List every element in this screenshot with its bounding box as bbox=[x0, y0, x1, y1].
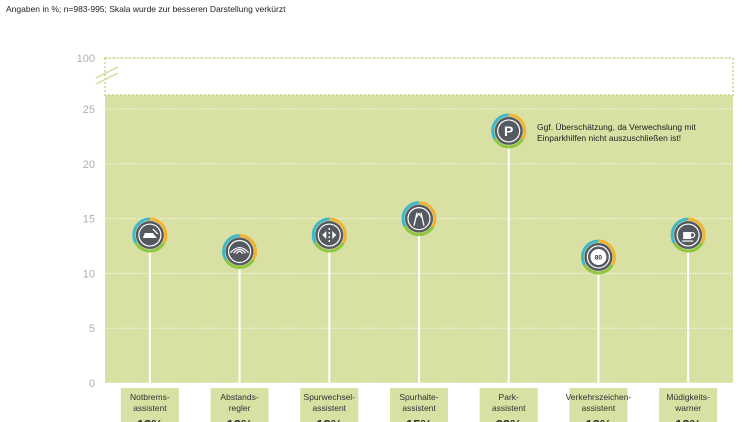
marker-inner-ring bbox=[497, 119, 521, 143]
y-tick-label: 25 bbox=[83, 104, 95, 116]
marker-ring-segment bbox=[401, 201, 437, 237]
marker-ring-segment bbox=[580, 239, 616, 275]
marker-inner-ring bbox=[138, 223, 162, 247]
category-box bbox=[569, 388, 628, 422]
marker-disc bbox=[315, 221, 344, 250]
arrow-glyph bbox=[322, 231, 327, 240]
cup-glyph bbox=[683, 232, 692, 240]
y-tick-label: 10 bbox=[83, 268, 95, 280]
marker-inner-ring bbox=[407, 207, 431, 231]
category-label: Verkehrszeichen- bbox=[566, 392, 632, 402]
category-box bbox=[390, 388, 448, 422]
value-label: 13% bbox=[675, 417, 701, 422]
marker-ring-segment bbox=[222, 233, 258, 269]
speed-sign-icon: 80 bbox=[580, 239, 616, 275]
car-crash-icon bbox=[132, 217, 168, 253]
cup-handle-glyph bbox=[689, 231, 696, 239]
category-box bbox=[120, 388, 179, 422]
axis-break-mark bbox=[95, 72, 119, 85]
marker-ring-segment bbox=[311, 217, 347, 253]
marker-ring-segment bbox=[132, 217, 168, 253]
wave-glyph bbox=[236, 250, 244, 255]
marker-ring-segment bbox=[222, 233, 258, 269]
category-label: Abstands- bbox=[220, 392, 258, 402]
value-label: 15% bbox=[406, 417, 432, 422]
chart-note: Angaben in %; n=983-995; Skala wurde zur… bbox=[6, 4, 286, 14]
marker-inner-ring bbox=[676, 223, 700, 247]
axis-break-mark bbox=[95, 66, 119, 79]
y-tick-label: 15 bbox=[83, 214, 95, 226]
marker-disc bbox=[494, 116, 523, 145]
value-label: 13% bbox=[316, 417, 342, 422]
category-label: assistent bbox=[582, 403, 616, 413]
y-tick-label: 20 bbox=[83, 159, 95, 171]
category-box bbox=[210, 388, 269, 422]
value-label: 13% bbox=[137, 417, 163, 422]
marker-ring-segment bbox=[311, 217, 347, 253]
coffee-cup-icon bbox=[670, 217, 706, 253]
marker-inner-ring bbox=[227, 239, 252, 264]
lane-keep-icon bbox=[401, 201, 437, 237]
crash-glyph bbox=[152, 228, 159, 235]
category-box bbox=[300, 388, 359, 422]
marker-ring-segment bbox=[670, 217, 706, 253]
wave-glyph bbox=[233, 248, 247, 254]
lane-glyph bbox=[420, 212, 425, 226]
value-label: 12% bbox=[227, 417, 253, 422]
category-label: assistent bbox=[402, 403, 436, 413]
marker-ring-segment bbox=[491, 113, 527, 149]
wifi-distance-icon bbox=[222, 233, 258, 269]
sign-glyph: 80 bbox=[595, 254, 603, 261]
marker-ring-segment bbox=[222, 233, 258, 269]
y-tick-label: 0 bbox=[89, 378, 95, 390]
arrow-glyph bbox=[332, 231, 337, 240]
value-label: 23% bbox=[496, 417, 522, 422]
arrow-glyph bbox=[415, 212, 423, 218]
marker-ring-segment bbox=[670, 217, 706, 253]
car-glyph bbox=[142, 233, 157, 239]
upper-band bbox=[104, 57, 734, 96]
parking-glyph: P bbox=[504, 123, 513, 139]
category-label: warner bbox=[674, 403, 701, 413]
category-box bbox=[479, 388, 538, 422]
lane-glyph bbox=[413, 212, 418, 226]
category-label: assistent bbox=[313, 403, 347, 413]
marker-ring-segment bbox=[580, 239, 616, 275]
wave-glyph bbox=[230, 246, 250, 254]
category-label: Müdigkeits- bbox=[666, 392, 710, 402]
value-label: 12% bbox=[585, 417, 611, 422]
category-label: regler bbox=[229, 403, 251, 413]
marker-ring-segment bbox=[132, 217, 168, 253]
category-label: assistent bbox=[492, 403, 526, 413]
parking-icon: P bbox=[491, 113, 527, 149]
lane-change-icon bbox=[311, 217, 347, 253]
marker-ring-segment bbox=[401, 201, 437, 237]
category-label: Spurhalte- bbox=[399, 392, 438, 402]
marker-inner-ring bbox=[586, 245, 611, 269]
marker-disc bbox=[405, 204, 433, 233]
annotation-line: Ggf. Überschätzung, da Verwechslung mit bbox=[537, 122, 696, 132]
category-box bbox=[659, 388, 718, 422]
y-tick-label: 5 bbox=[89, 323, 95, 335]
category-label: Park- bbox=[499, 392, 519, 402]
marker-ring-segment bbox=[491, 113, 527, 149]
category-label: Notbrems- bbox=[130, 392, 170, 402]
category-label: assistent bbox=[133, 403, 167, 413]
annotation-line: Einparkhilfen nicht auszuschließen ist! bbox=[537, 133, 681, 143]
category-label: Spurwechsel- bbox=[304, 392, 356, 402]
y-tick-label: 100 bbox=[77, 53, 95, 65]
sign-disc bbox=[590, 248, 607, 265]
marker-inner-ring bbox=[317, 223, 341, 247]
